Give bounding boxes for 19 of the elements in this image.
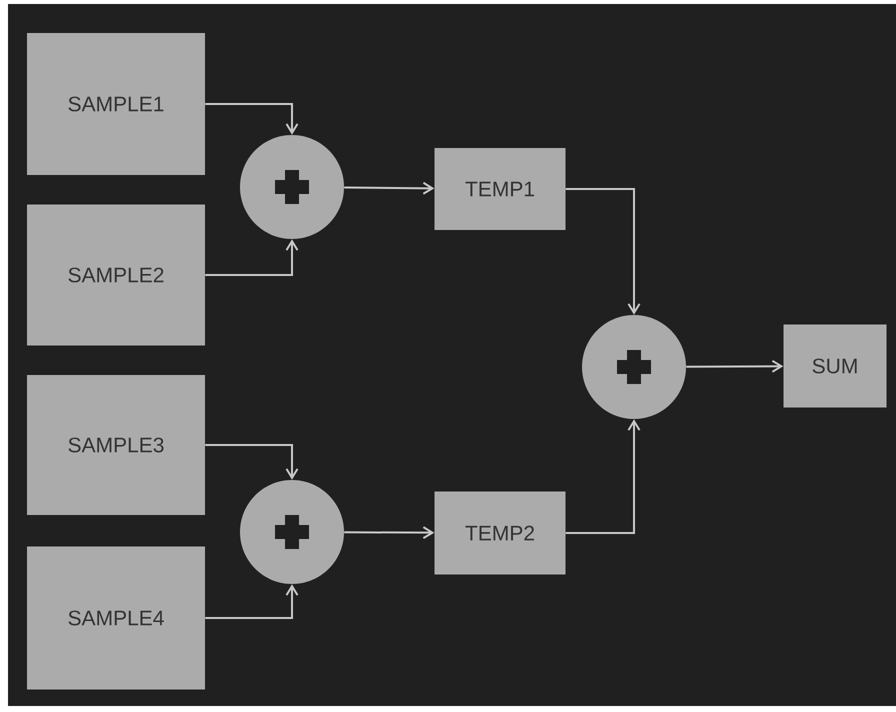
arrow: [205, 239, 298, 276]
arrow: [205, 584, 298, 619]
process-box: SAMPLE2: [27, 204, 205, 346]
process-box: TEMP1: [434, 148, 566, 230]
process-box: SAMPLE1: [27, 33, 205, 175]
arrow: [205, 103, 298, 135]
process-box: SAMPLE3: [27, 375, 205, 515]
arrow: [344, 526, 434, 539]
arrow: [566, 419, 640, 534]
adder-circle: [240, 135, 344, 239]
adder-circle: [240, 480, 344, 584]
process-box: SUM: [784, 324, 886, 408]
arrow: [686, 360, 784, 373]
process-box: TEMP2: [434, 492, 566, 574]
process-box: SAMPLE4: [27, 546, 205, 690]
arrow: [344, 182, 434, 195]
arrow: [205, 444, 298, 480]
arrow: [566, 188, 640, 315]
adder-circle: [582, 315, 686, 419]
